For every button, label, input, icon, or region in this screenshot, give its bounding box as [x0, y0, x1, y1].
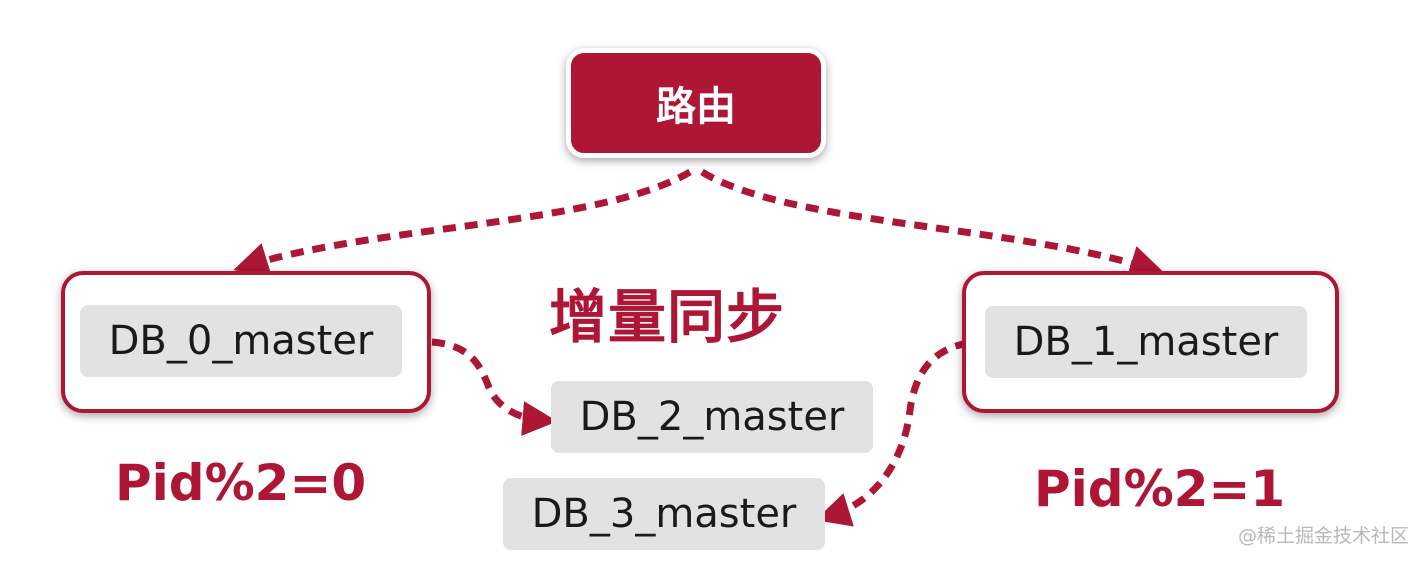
db3-master-label: DB_3_master — [531, 491, 797, 537]
partition-rule-left: Pid%2=0 — [115, 454, 367, 512]
db0-master-label: DB_0_master — [108, 318, 374, 364]
db0-master-box: DB_0_master — [80, 305, 402, 377]
router-node: 路由 — [566, 48, 826, 158]
incremental-sync-label: 增量同步 — [549, 283, 786, 351]
router-to-db1-arrow — [700, 168, 1165, 280]
db1-master-box: DB_1_master — [985, 306, 1307, 378]
watermark: @稀土掘金技术社区 — [1237, 525, 1409, 547]
db2-master-label: DB_2_master — [579, 394, 845, 440]
partition-rule-right: Pid%2=1 — [1034, 460, 1286, 518]
router-label: 路由 — [656, 84, 736, 130]
db2-master-box: DB_2_master — [551, 381, 873, 453]
router-to-db0-arrow — [233, 168, 692, 277]
db3-master-box: DB_3_master — [503, 478, 825, 550]
db0-to-db2-sync-arrow — [431, 338, 558, 437]
db1-master-label: DB_1_master — [1013, 319, 1279, 365]
